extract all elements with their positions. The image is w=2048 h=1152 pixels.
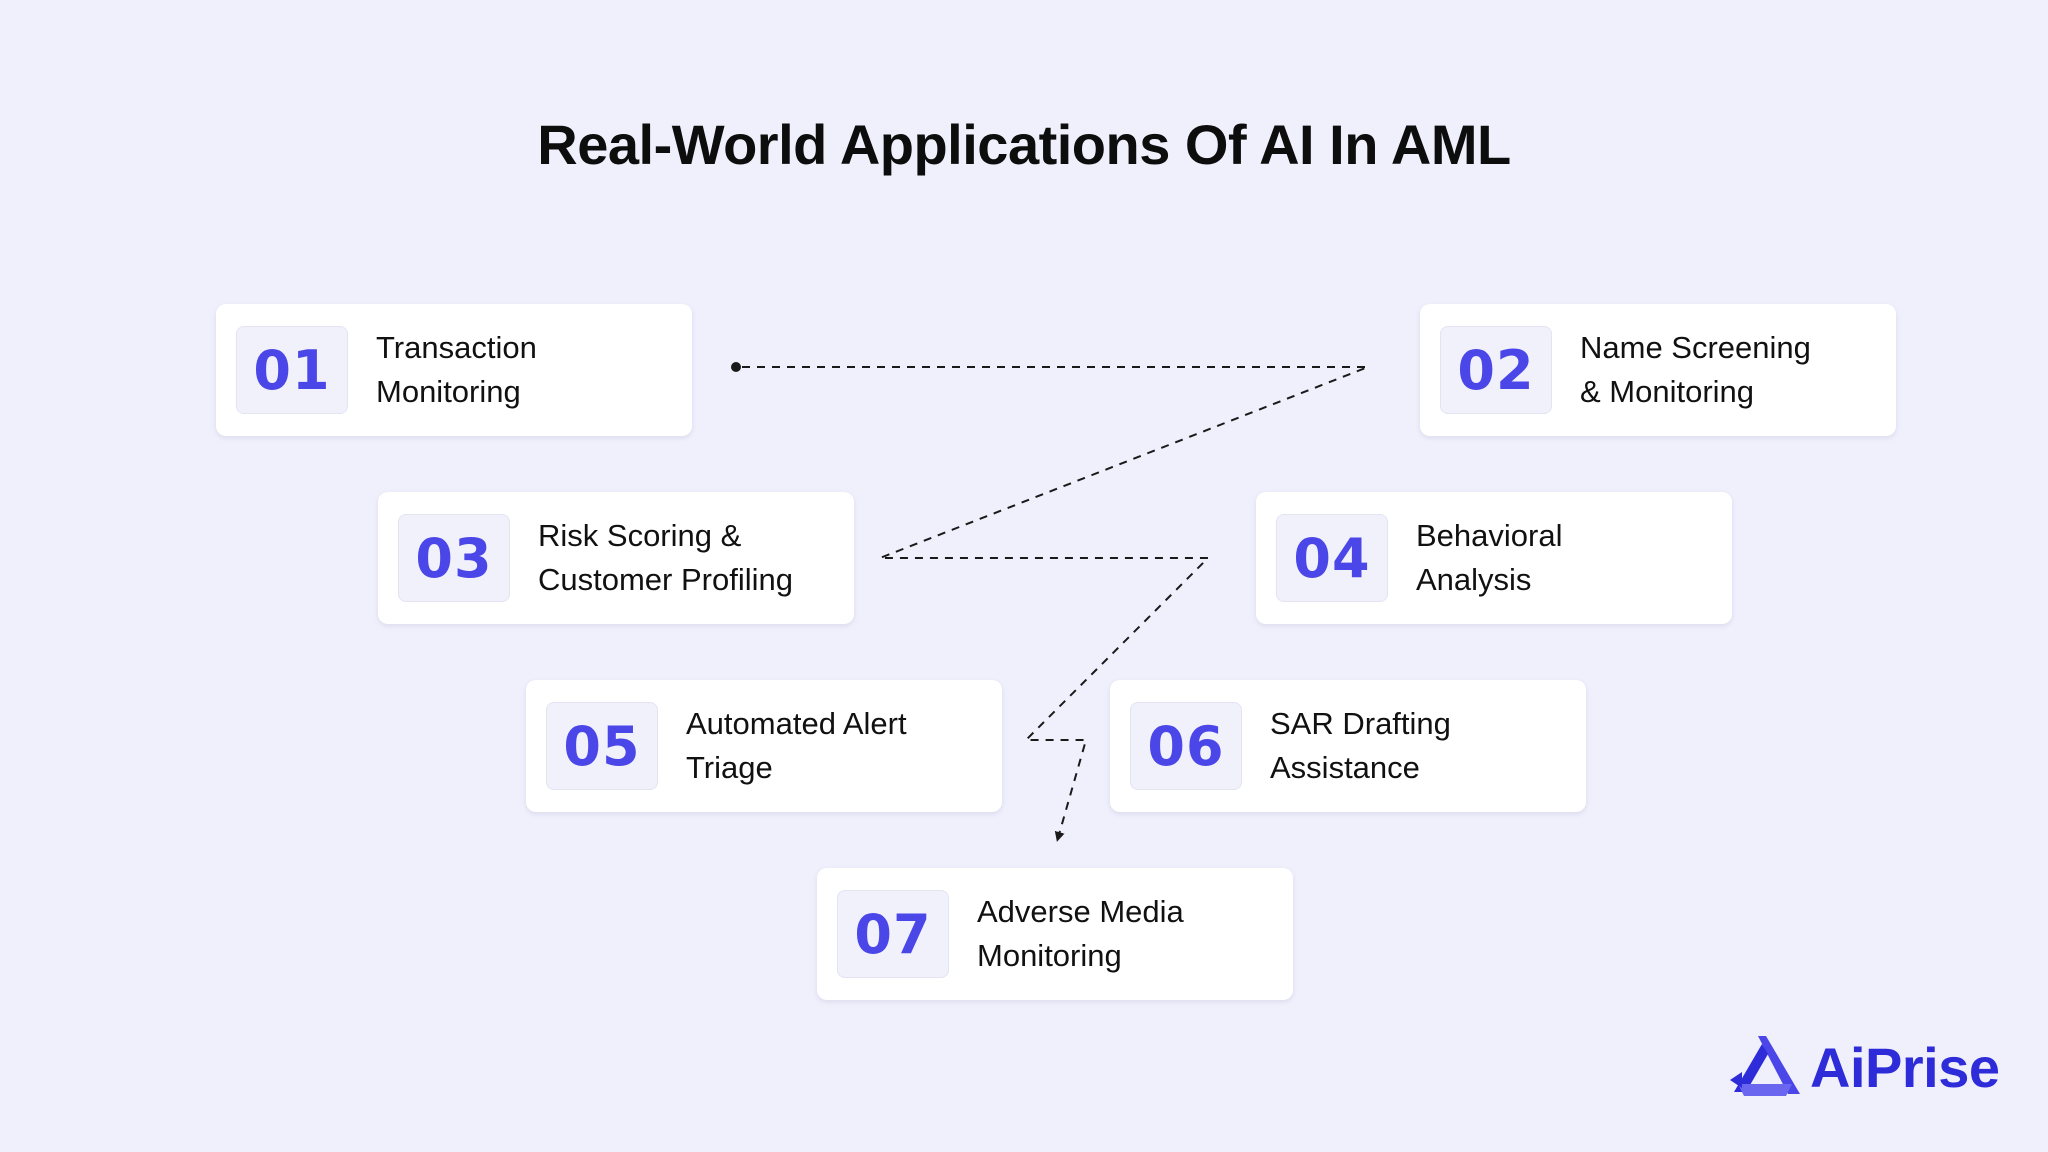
step-card-04: 04 Behavioral Analysis (1256, 492, 1732, 624)
step-label: Transaction Monitoring (376, 330, 537, 409)
aiprise-logo-icon (1730, 1036, 1800, 1096)
step-number: 01 (236, 326, 348, 414)
step-label: Risk Scoring & Customer Profiling (538, 518, 793, 597)
step-card-03: 03 Risk Scoring & Customer Profiling (378, 492, 854, 624)
step-card-02: 02 Name Screening & Monitoring (1420, 304, 1896, 436)
step-number: 03 (398, 514, 510, 602)
step-card-05: 05 Automated Alert Triage (526, 680, 1002, 812)
brand-logo: AiPrise (1728, 1030, 2000, 1104)
step-label: Behavioral Analysis (1416, 518, 1563, 597)
connector-start-dot (731, 362, 741, 372)
step-number: 05 (546, 702, 658, 790)
step-label: SAR Drafting Assistance (1270, 706, 1451, 785)
step-label: Name Screening & Monitoring (1580, 330, 1811, 409)
step-card-06: 06 SAR Drafting Assistance (1110, 680, 1586, 812)
step-number: 07 (837, 890, 949, 978)
step-number: 04 (1276, 514, 1388, 602)
page-title: Real-World Applications Of AI In AML (537, 113, 1511, 176)
step-card-01: 01 Transaction Monitoring (216, 304, 692, 436)
step-label: Adverse Media Monitoring (977, 894, 1184, 973)
step-number: 02 (1440, 326, 1552, 414)
step-label: Automated Alert Triage (686, 706, 907, 785)
step-number: 06 (1130, 702, 1242, 790)
brand-name: AiPrise (1810, 1035, 2000, 1099)
step-card-07: 07 Adverse Media Monitoring (817, 868, 1293, 1000)
